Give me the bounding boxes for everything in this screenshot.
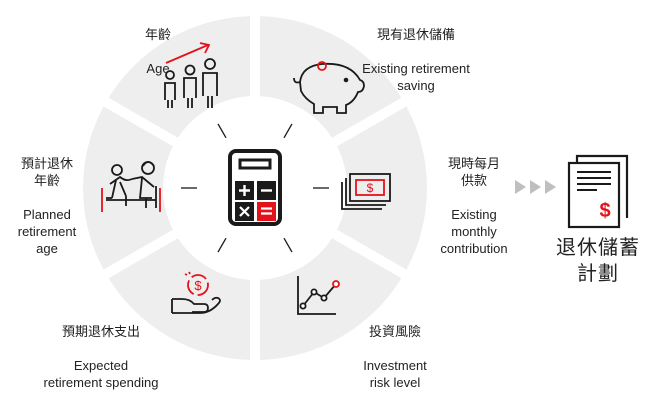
segment-investment-risk <box>259 238 402 360</box>
elderly-couple-icon <box>101 161 161 212</box>
svg-text:$: $ <box>194 278 202 293</box>
svg-text:$: $ <box>599 200 610 222</box>
label-investment-risk: 投資風險 Investment risk level <box>363 324 427 390</box>
label-monthly-contribution: 現時每月 供款 Existing monthly contribution <box>440 156 508 256</box>
label-age: 年齡 Age <box>144 27 171 76</box>
result-line-1: 退休儲蓄 <box>556 237 640 259</box>
plan-document-icon: $ <box>567 154 629 229</box>
result-title: 退休儲蓄 計劃 <box>548 235 648 287</box>
svg-text:$: $ <box>367 181 374 195</box>
segment-planned-age <box>83 106 173 270</box>
factor-wheel: $ $ <box>83 16 629 360</box>
label-existing-saving: 現有退休儲備 Existing retirement saving <box>362 27 470 93</box>
hand-coin-icon: $ <box>171 271 221 314</box>
segment-existing-saving <box>259 16 402 138</box>
result-line-2: 計劃 <box>577 263 619 285</box>
connector-tick <box>283 123 293 139</box>
connector-tick <box>217 237 227 253</box>
people-growth-icon <box>164 42 218 108</box>
segment-age <box>108 16 251 138</box>
retirement-plan-diagram: $ $ <box>17 16 648 390</box>
connector-tick <box>283 237 293 253</box>
label-planned-age: 預計退休 年齡 Planned retirement age <box>17 156 77 256</box>
line-chart-icon <box>297 276 340 315</box>
calculator-icon <box>228 149 282 226</box>
connector-tick <box>217 123 227 139</box>
money-stack-icon: $ <box>341 173 391 210</box>
segment-monthly-contribution <box>337 106 428 270</box>
piggy-bank-icon <box>293 61 365 114</box>
label-expected-spending: 預期退休支出 Expected retirement spending <box>43 324 159 390</box>
connector-ticks <box>181 123 329 253</box>
triple-arrow-icon <box>515 180 556 194</box>
